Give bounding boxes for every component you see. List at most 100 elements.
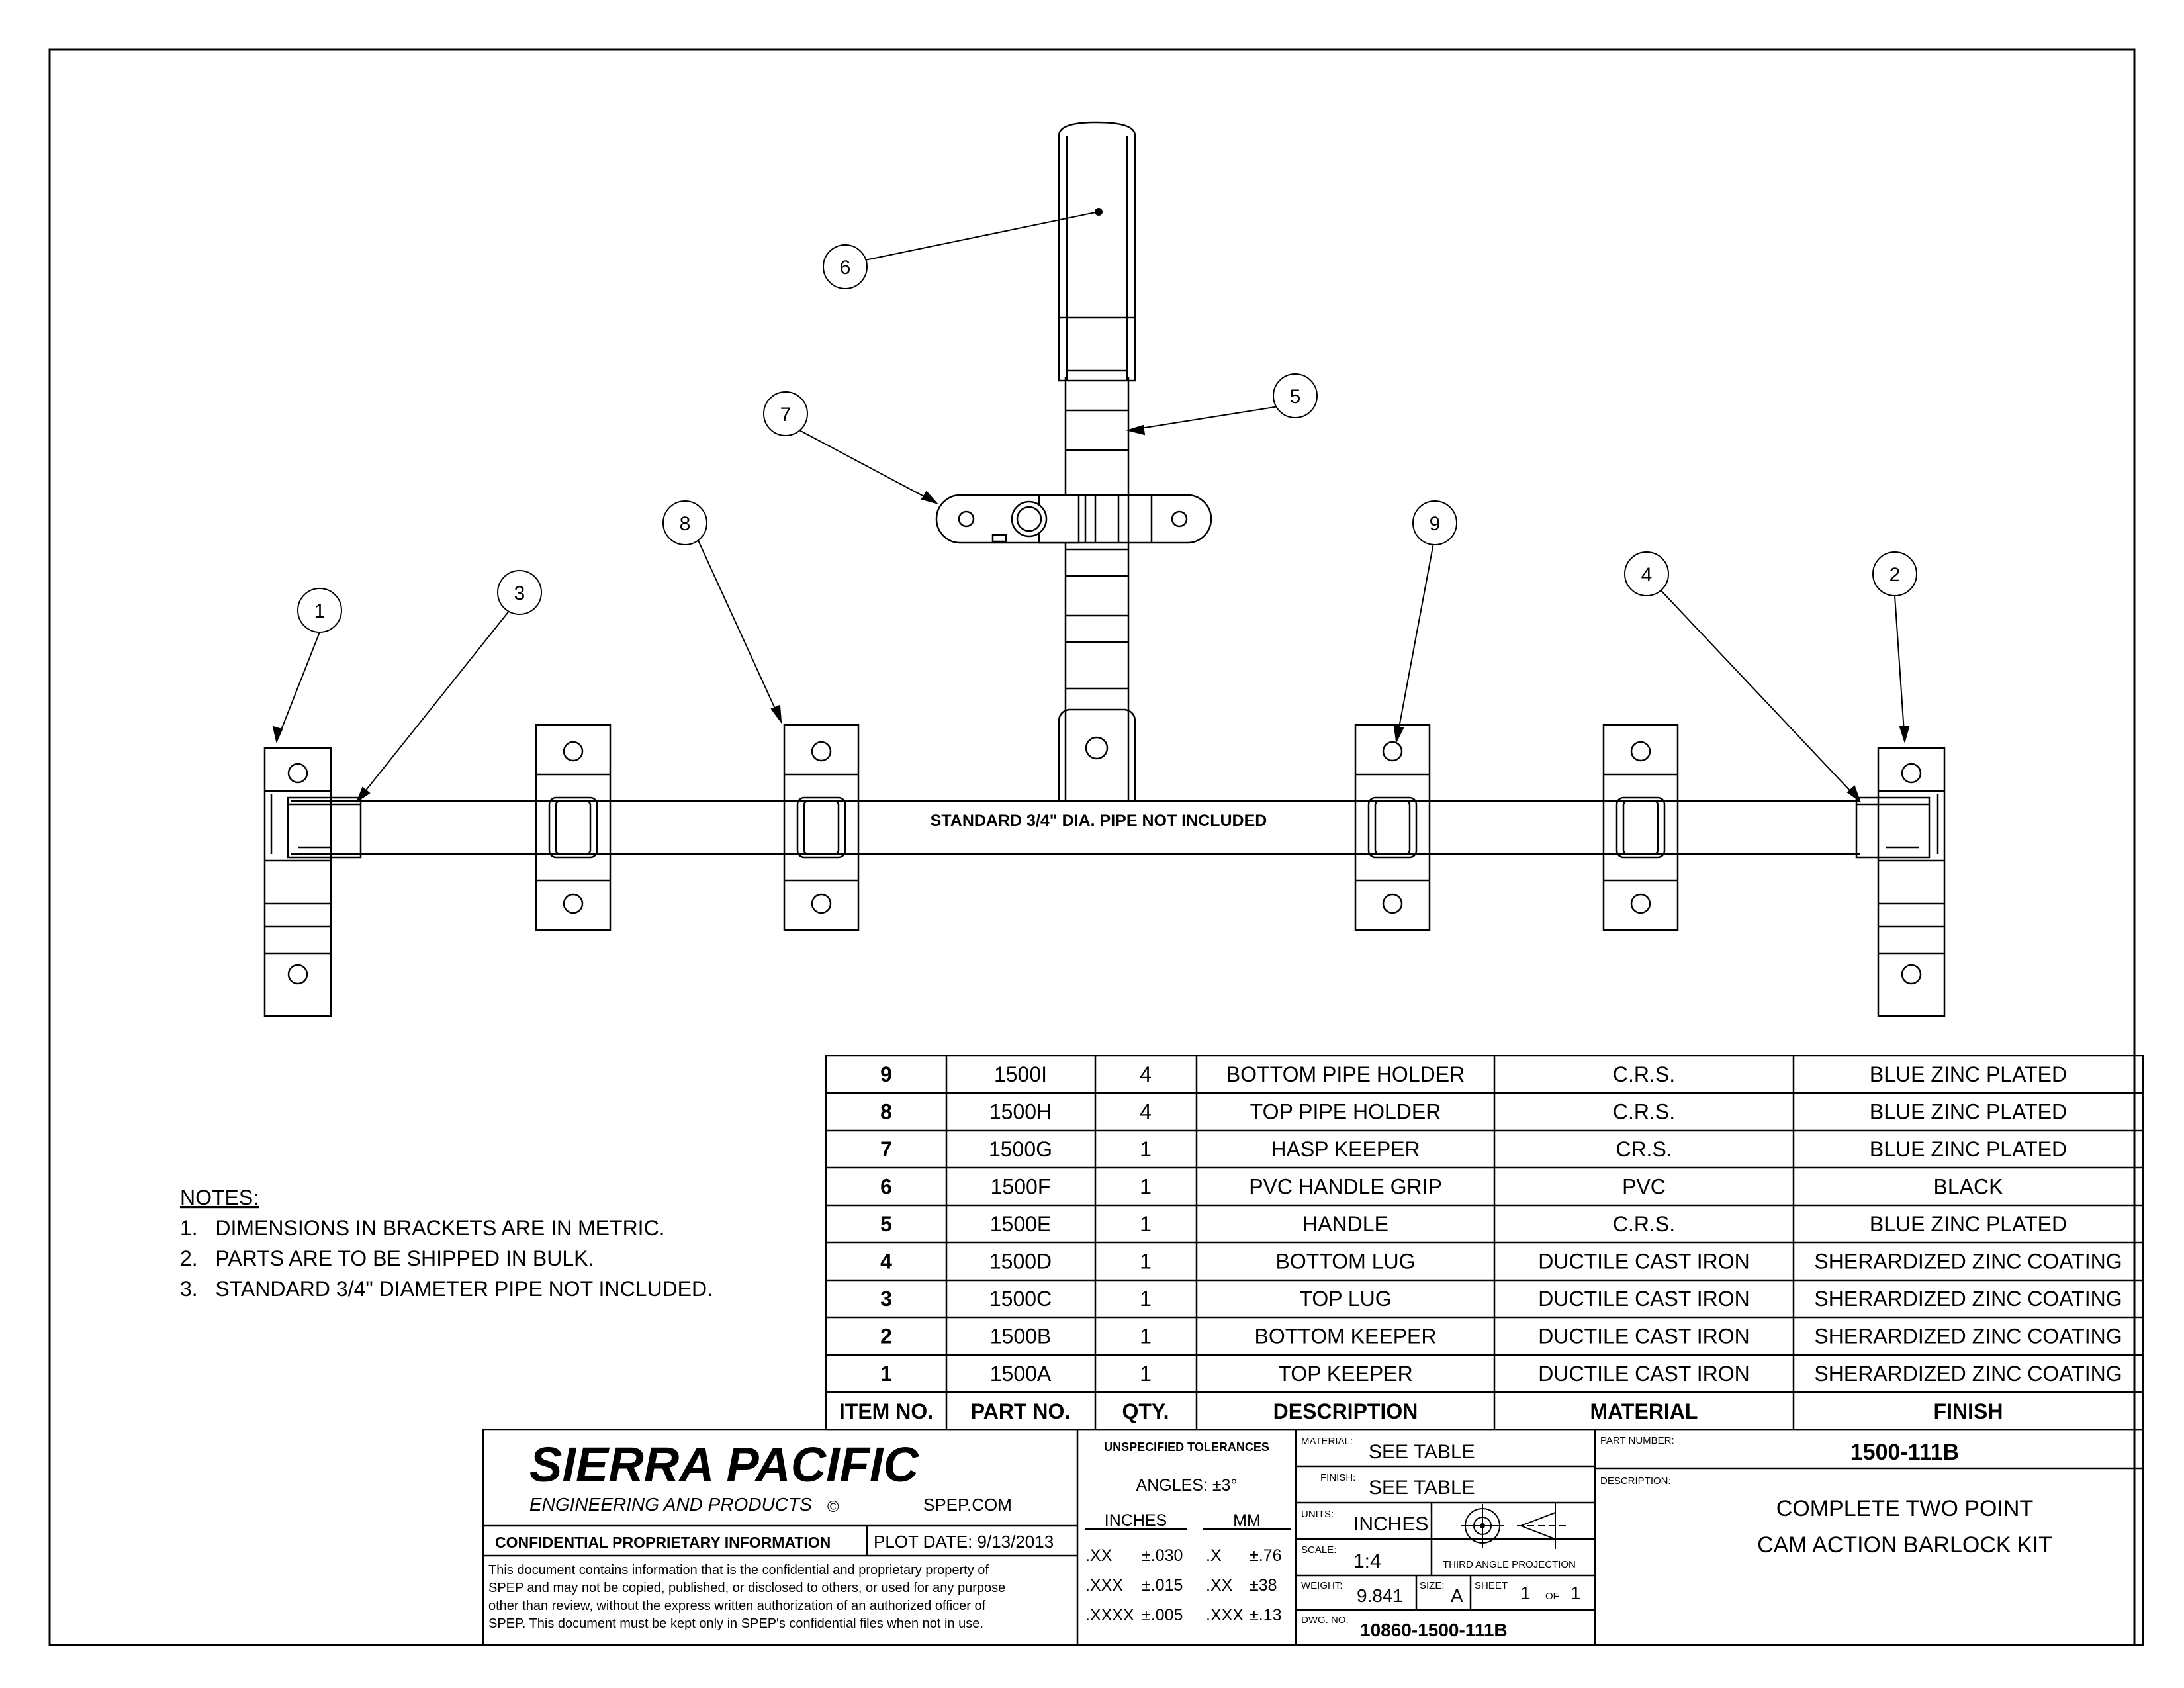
finish-value: SEE TABLE	[1369, 1477, 1475, 1499]
callout-9: 9	[1412, 500, 1457, 545]
bom-cell-item-no: 7	[880, 1137, 892, 1161]
bom-header-material: MATERIAL	[1590, 1399, 1698, 1423]
svg-text:5: 5	[1290, 386, 1301, 408]
bom-cell-description: PVC HANDLE GRIP	[1249, 1175, 1442, 1199]
bom-header-finish: FINISH	[1934, 1399, 2003, 1423]
tol-mm-3: .XXX	[1206, 1606, 1244, 1624]
bom-cell-description: BOTTOM PIPE HOLDER	[1226, 1062, 1465, 1086]
bom-cell-finish: BLUE ZINC PLATED	[1870, 1137, 2067, 1161]
bom-header-description: DESCRIPTION	[1273, 1399, 1418, 1423]
note-2: 2. PARTS ARE TO BE SHIPPED IN BULK.	[180, 1246, 594, 1270]
of-label: OF	[1545, 1591, 1559, 1602]
bom-cell-finish: BLUE ZINC PLATED	[1870, 1212, 2067, 1236]
bom-cell-description: TOP KEEPER	[1278, 1362, 1412, 1385]
tol-in-3: .XXXX	[1085, 1606, 1134, 1624]
tol-in-2: .XXX	[1085, 1576, 1123, 1595]
weight-value: 9.841	[1357, 1585, 1403, 1606]
website: SPEP.COM	[923, 1495, 1012, 1515]
finish-label: FINISH:	[1320, 1472, 1355, 1483]
bom-cell-qty: 1	[1140, 1362, 1152, 1385]
bom-cell-description: HASP KEEPER	[1271, 1137, 1420, 1161]
callout-2: 2	[1872, 551, 1917, 596]
mm-header: MM	[1233, 1511, 1261, 1530]
bom-cell-material: C.R.S.	[1613, 1100, 1675, 1124]
bom-cell-finish: SHERARDIZED ZINC COATING	[1814, 1325, 2122, 1348]
bom-cell-finish: SHERARDIZED ZINC COATING	[1814, 1287, 2122, 1311]
bom-cell-item-no: 5	[880, 1212, 892, 1236]
bom-cell-finish: SHERARDIZED ZINC COATING	[1814, 1250, 2122, 1274]
note-3: 3. STANDARD 3/4" DIAMETER PIPE NOT INCLU…	[180, 1277, 713, 1301]
bom-cell-item-no: 2	[880, 1325, 892, 1348]
tol-mm-val-1: ±.76	[1250, 1546, 1281, 1565]
disclaimer-line-3: other than review, without the express w…	[488, 1599, 986, 1613]
disclaimer-line-4: SPEP. This document must be kept only in…	[488, 1617, 983, 1631]
pipe-holder-3	[1354, 724, 1431, 931]
bom-cell-qty: 1	[1140, 1175, 1152, 1199]
pipe-holder-2	[783, 724, 860, 931]
pipe-label: STANDARD 3/4" DIA. PIPE NOT INCLUDED	[931, 812, 1267, 830]
bottom-lug-right	[1855, 796, 1931, 859]
part-number: 1500-111B	[1850, 1440, 1960, 1465]
bom-cell-finish: BLUE ZINC PLATED	[1870, 1062, 2067, 1086]
pipe-holder-4	[1602, 724, 1679, 931]
tol-in-val-3: ±.005	[1142, 1606, 1183, 1624]
dwg-no-label: DWG. NO.	[1301, 1615, 1349, 1626]
dwg-no: 10860-1500-111B	[1360, 1620, 1508, 1640]
bom-cell-qty: 1	[1140, 1212, 1152, 1236]
bom-cell-part-no: 1500F	[991, 1175, 1051, 1199]
material-value: SEE TABLE	[1369, 1441, 1475, 1463]
tol-in-val-2: ±.015	[1142, 1576, 1183, 1595]
bom-cell-description: TOP PIPE HOLDER	[1250, 1100, 1441, 1124]
bom-cell-qty: 1	[1140, 1250, 1152, 1274]
callout-8: 8	[662, 500, 707, 545]
callout-1: 1	[297, 588, 342, 633]
tol-mm-1: .X	[1206, 1546, 1222, 1565]
sheet-label: SHEET	[1475, 1580, 1508, 1591]
bom-cell-material: DUCTILE CAST IRON	[1538, 1362, 1749, 1385]
bom-cell-part-no: 1500C	[989, 1287, 1052, 1311]
hasp-keeper	[935, 494, 1212, 544]
bom-cell-part-no: 1500E	[990, 1212, 1052, 1236]
bom-cell-item-no: 9	[880, 1062, 892, 1086]
top-lug-left	[287, 796, 362, 859]
svg-text:7: 7	[780, 404, 792, 426]
company-name: SIERRA PACIFIC	[529, 1437, 919, 1492]
callout-6: 6	[823, 244, 868, 289]
bom-cell-finish: BLACK	[1934, 1175, 2003, 1199]
bom-header-qty: QTY.	[1122, 1399, 1169, 1423]
disclaimer-line-1: This document contains information that …	[488, 1563, 989, 1577]
bom-cell-finish: SHERARDIZED ZINC COATING	[1814, 1362, 2122, 1385]
bom-header-part-no: PART NO.	[971, 1399, 1071, 1423]
bom-cell-part-no: 1500B	[990, 1325, 1052, 1348]
callout-bubbles: 1 2 3 4 5 6 7 8	[297, 244, 1917, 633]
bom-header-item-no: ITEM NO.	[839, 1399, 933, 1423]
tol-mm-val-3: ±.13	[1250, 1606, 1281, 1624]
copyright-mark: ©	[827, 1498, 839, 1516]
bom-cell-qty: 4	[1140, 1062, 1152, 1086]
weight-label: WEIGHT:	[1301, 1580, 1343, 1591]
bom-cell-item-no: 3	[880, 1287, 892, 1311]
bom-cell-material: DUCTILE CAST IRON	[1538, 1250, 1749, 1274]
tol-in-1: .XX	[1085, 1546, 1113, 1565]
description-label: DESCRIPTION:	[1600, 1476, 1671, 1487]
tol-in-val-1: ±.030	[1142, 1546, 1183, 1565]
svg-text:2: 2	[1889, 564, 1901, 586]
top-keeper-left	[263, 747, 332, 1017]
confidential-label: CONFIDENTIAL PROPRIETARY INFORMATION	[495, 1534, 831, 1551]
callout-leaders	[272, 208, 1910, 803]
bom-cell-description: HANDLE	[1302, 1212, 1388, 1236]
bom-cell-material: PVC	[1622, 1175, 1666, 1199]
note-1: 1. DIMENSIONS IN BRACKETS ARE IN METRIC.	[180, 1216, 665, 1240]
tolerances-title: UNSPECIFIED TOLERANCES	[1104, 1440, 1269, 1454]
description-line-2: CAM ACTION BARLOCK KIT	[1757, 1532, 2052, 1558]
svg-text:3: 3	[514, 583, 525, 604]
svg-text:8: 8	[680, 513, 691, 535]
scale-value: 1:4	[1353, 1550, 1381, 1572]
svg-text:4: 4	[1641, 564, 1653, 586]
bom-cell-qty: 1	[1140, 1137, 1152, 1161]
bom-cell-material: C.R.S.	[1613, 1212, 1675, 1236]
bom-cell-qty: 1	[1140, 1287, 1152, 1311]
description-line-1: COMPLETE TWO POINT	[1776, 1496, 2034, 1521]
